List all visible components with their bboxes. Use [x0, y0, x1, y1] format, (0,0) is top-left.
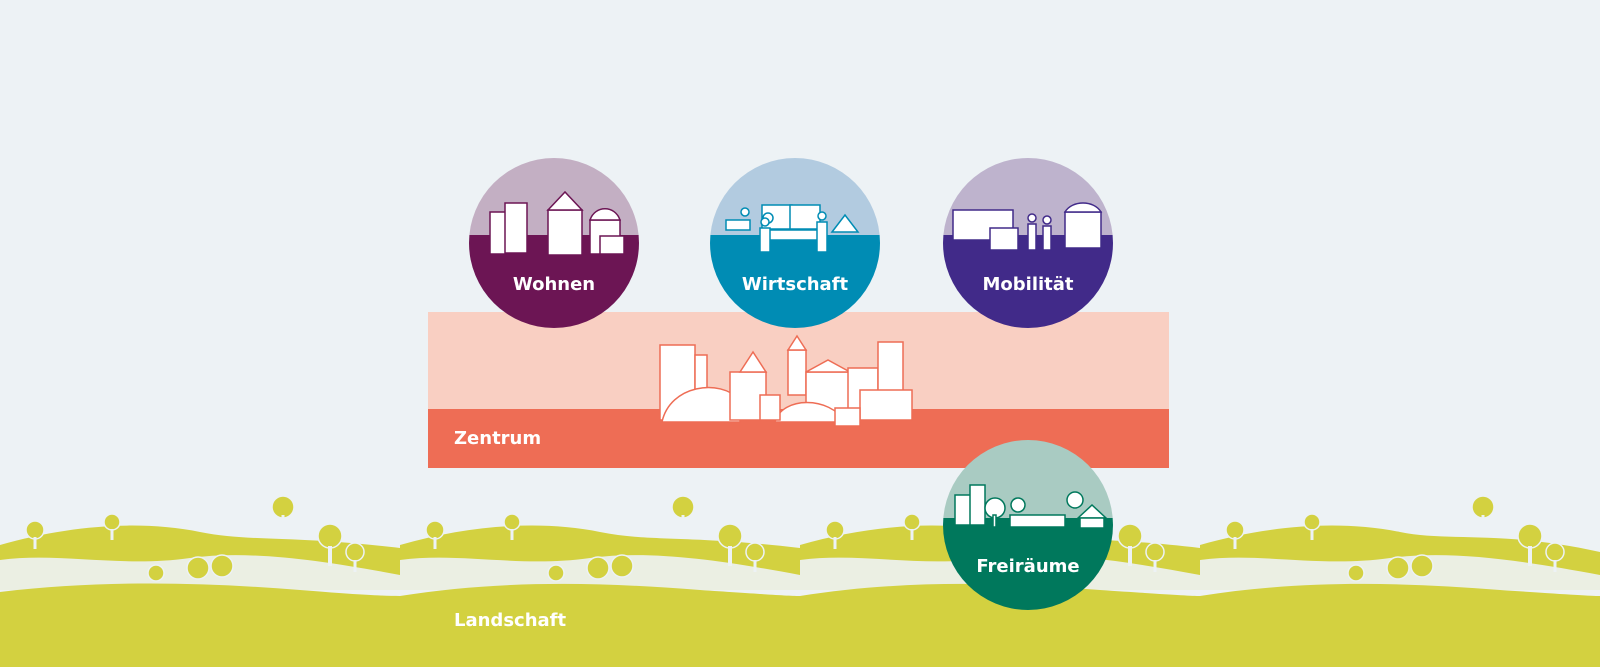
landschaft-label: Landschaft	[454, 610, 567, 631]
wirtschaft-label: Wirtschaft	[741, 274, 849, 295]
residential-buildings-icon	[489, 190, 625, 256]
landscape-band	[0, 525, 1600, 667]
zentrum-label: Zentrum	[454, 428, 542, 449]
circle-wohnen	[469, 158, 639, 328]
mobilitaet-label: Mobilität	[982, 274, 1074, 295]
circle-freiraeume	[943, 440, 1113, 610]
parks-open-space-icon	[954, 484, 1108, 529]
tree-icon	[25, 495, 1565, 582]
business-workers-icon	[725, 204, 860, 253]
circle-mobilitaet	[943, 158, 1113, 328]
freiraeume-label: Freiräume	[976, 556, 1080, 577]
circle-wirtschaft	[710, 158, 880, 328]
transport-vehicles-icon	[952, 202, 1103, 251]
wohnen-label: Wohnen	[512, 274, 596, 295]
town-skyline-icon	[659, 334, 913, 427]
